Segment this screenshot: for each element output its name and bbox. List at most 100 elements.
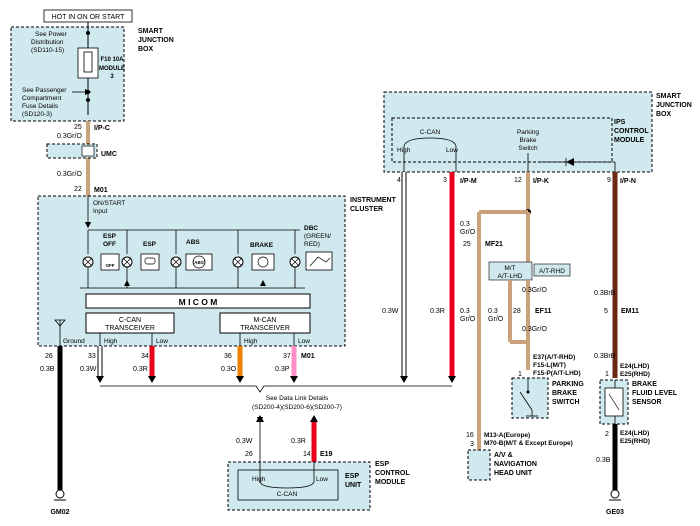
pin-3: 3 xyxy=(443,177,447,184)
see-pass-1: See Passenger xyxy=(22,87,67,94)
esp-wire-low: 0.3R xyxy=(291,438,306,445)
dbc-label-1: DBC xyxy=(304,225,318,232)
wire-gro-7: Gr/O xyxy=(488,316,504,323)
esp-wire-high: 0.3W xyxy=(236,438,253,445)
mcan-label-1: M-CAN xyxy=(254,317,277,324)
brake-label: BRAKE xyxy=(250,242,274,249)
av-title-2: NAVIGATION xyxy=(494,461,537,468)
fuse-label-3: 3 xyxy=(110,74,114,80)
av-conn-2: M70-B(M/T & Except Europe) xyxy=(484,440,573,447)
ground-label: Ground xyxy=(63,338,85,345)
mcan-low-label: Low xyxy=(298,338,310,345)
smart-junction-box-top: HOT IN ON OR START SMART JUNCTION BOX Se… xyxy=(10,9,174,122)
pin-ccan-high: 33 xyxy=(88,353,96,360)
wire-03w: 0.3W xyxy=(382,308,399,315)
sjb-top-title-1: SMART xyxy=(138,28,164,35)
cluster-bottom-wires: 26 33 34 36 37 M01 0.3B GM02 0.3W 0.3R 0… xyxy=(40,346,452,516)
at-rhd-label: A/T-RHD xyxy=(539,268,565,275)
bf-wire: 0.3B xyxy=(596,457,611,464)
esp-title-1: ESP xyxy=(375,461,389,468)
esp-off-icon: OFF xyxy=(106,263,115,268)
wire-gro-6: 0.3 xyxy=(488,308,498,315)
pin-12: 12 xyxy=(514,177,522,184)
dbc-label-2: (GREEN/ xyxy=(304,233,331,240)
bf-title-3: SENSOR xyxy=(632,399,662,406)
wire-gro-8: 0.3Gr/O xyxy=(522,326,547,333)
esp-pin-high: 26 xyxy=(245,451,253,458)
bf-conn-3: E24(LHD) xyxy=(620,430,649,437)
ips-pbs-2: Brake xyxy=(520,137,537,144)
see-power-1: See Power xyxy=(35,31,68,38)
see-power-2: Distribution xyxy=(31,39,64,46)
av-conn-1: M13-A(Europe) xyxy=(484,432,530,439)
wire-gro-2: Gr/O xyxy=(460,229,476,236)
wire-gro-3: 0.3 xyxy=(460,308,470,315)
ipc-pin: 25 xyxy=(74,124,82,131)
pb-title-3: SWITCH xyxy=(552,399,580,406)
ccan-label-2: TRANSCEIVER xyxy=(105,325,155,332)
esp-high-label: High xyxy=(252,476,266,483)
m01-wire-spec: 0.3Gr/O xyxy=(57,171,82,178)
ipm-conn: I/P-M xyxy=(460,178,477,185)
see-pass-3: Fuse Details xyxy=(22,103,59,110)
fuse-label-1: F10 10A xyxy=(100,57,124,63)
pin-mcan-low: 37 xyxy=(283,353,291,360)
bf-title-1: BRAKE xyxy=(632,381,657,388)
gm02-label: GM02 xyxy=(50,509,69,516)
ips-title-3: MODULE xyxy=(614,137,645,144)
lamp-esp: ESP xyxy=(121,230,160,271)
abs-icon: (ABS) xyxy=(193,260,206,265)
parking-brake-switch: E37(A/T-RHD) F15-L(M/T) F15-P(A/T-LHD) 1… xyxy=(511,354,584,419)
wire-gro-4: Gr/O xyxy=(460,316,476,323)
abs-label: ABS xyxy=(186,239,200,246)
bf-conn-2: E25(RHD) xyxy=(620,371,650,378)
sjb-top-title-2: JUNCTION xyxy=(138,37,174,44)
pin-4: 4 xyxy=(397,177,401,184)
lamp-dbc: DBC (GREEN/ RED) xyxy=(289,225,333,271)
pb-conn-3: F15-P(A/T-LHD) xyxy=(533,370,581,377)
esp-off-label-1: ESP xyxy=(103,233,117,240)
pin-5: 5 xyxy=(604,308,608,315)
see-power-3: (SD110-15) xyxy=(31,47,64,54)
ge03-label: GE03 xyxy=(606,509,624,516)
pin-9: 9 xyxy=(607,177,611,184)
see-pass-2: Compartment xyxy=(22,95,62,102)
see-pass-4: (SD120-3) xyxy=(22,111,52,118)
fuse-label-2: MODULE xyxy=(99,66,125,72)
av-title-1: A/V & xyxy=(494,452,513,459)
pb-conn-1: E37(A/T-RHD) xyxy=(533,354,575,361)
pin-28: 28 xyxy=(513,308,521,315)
on-start-2: Input xyxy=(93,208,108,215)
ips-low: Low xyxy=(446,147,458,154)
esp-off-label-2: OFF xyxy=(103,241,116,248)
dbc-label-3: RED) xyxy=(304,241,320,248)
ccan-low-wire: 0.3R xyxy=(133,366,148,373)
esp-unit-1: ESP xyxy=(345,473,359,480)
pin-ccan-low: 34 xyxy=(141,353,149,360)
mcan-label-2: TRANSCEIVER xyxy=(240,325,290,332)
ipk-conn: I/P-K xyxy=(533,178,549,185)
bf-conn-4: E25(RHD) xyxy=(620,438,650,445)
mcan-transceiver xyxy=(219,312,311,334)
av-navigation-head-unit: 16 3 M13-A(Europe) M70-B(M/T & Except Eu… xyxy=(466,432,573,481)
wire-gro-1: 0.3 xyxy=(460,221,470,228)
sjb-top-title-3: BOX xyxy=(138,46,154,53)
mt-label-1: M/T xyxy=(504,265,515,272)
mcan-high-label: High xyxy=(244,338,258,345)
pb-title-2: BRAKE xyxy=(552,390,577,397)
wire-ipc-m01: 25 I/P-C 0.3Gr/O UMC 0.3Gr/O 22 M01 xyxy=(46,121,117,196)
ipc-conn: I/P-C xyxy=(94,125,110,132)
lamp-brake: BRAKE xyxy=(232,230,275,271)
micom-label: M I C O M xyxy=(179,297,218,307)
mt-label-2: A/T-LHD xyxy=(498,273,523,280)
data-link-line2: (SD200-4)(SD200-6)(SD200-7) xyxy=(252,404,342,411)
av-title-3: HEAD UNIT xyxy=(494,470,533,477)
pin-ground: 26 xyxy=(45,353,53,360)
ccan-high-label: High xyxy=(104,338,118,345)
smart-junction-box-right: SMART JUNCTION BOX IPS CONTROL MODULE C-… xyxy=(383,91,692,173)
ipc-wire-spec: 0.3Gr/O xyxy=(57,133,82,140)
esp-title-2: CONTROL xyxy=(375,470,410,477)
m01-bottom-conn: M01 xyxy=(301,353,315,360)
esp-low-label: Low xyxy=(316,476,328,483)
mcan-high-wire: 0.3O xyxy=(221,366,237,373)
